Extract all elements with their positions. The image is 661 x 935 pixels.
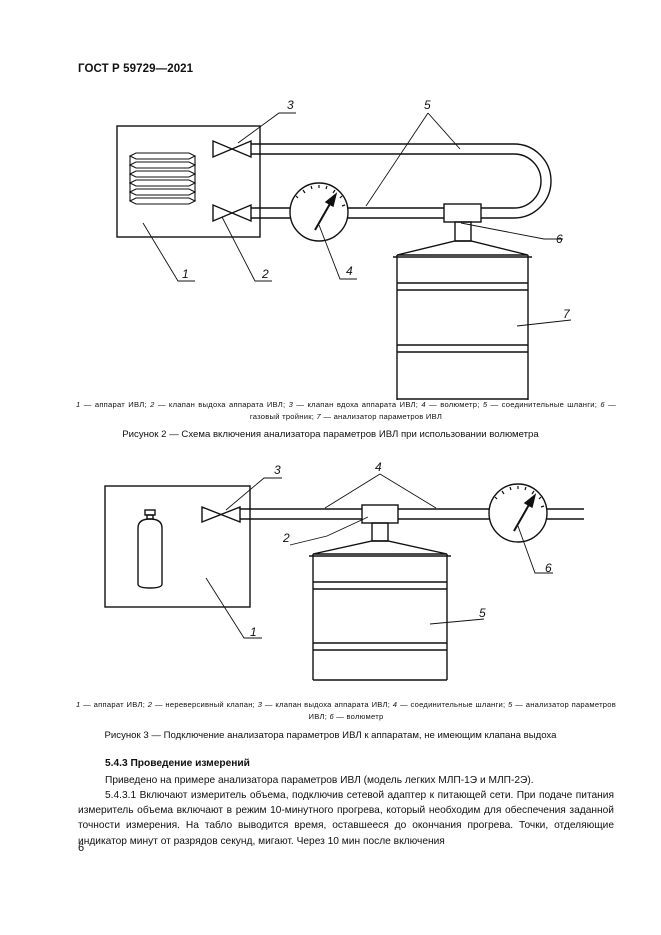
- fig2-label-4: 4: [346, 264, 353, 278]
- fig2-label-5: 5: [424, 98, 431, 112]
- volumeter-icon: [289, 182, 349, 242]
- bellows-icon: [128, 152, 197, 205]
- gas-tee: [361, 504, 399, 524]
- page-number: 6: [78, 842, 85, 854]
- figure-2-diagram: 3 1 2 4 5 6 7: [116, 98, 572, 400]
- fig3-label-3: 3: [274, 463, 281, 477]
- paragraph-5-4-3-1: 5.4.3.1 Включают измеритель объема, подк…: [78, 790, 614, 847]
- fig2-label-2: 2: [261, 267, 269, 281]
- fig2-label-3: 3: [287, 98, 294, 112]
- hose-loop: [251, 143, 552, 219]
- fig2-label-7: 7: [563, 307, 571, 321]
- fig3-label-1: 1: [250, 625, 257, 639]
- fig3-label-6: 6: [545, 561, 552, 575]
- fig3-label-4: 4: [375, 460, 382, 474]
- standard-header: ГОСТ Р 59729—2021: [78, 63, 194, 75]
- figure-2-legend: 1 — аппарат ИВЛ; 2 — клапан выдоха аппар…: [76, 400, 616, 421]
- figure-3-caption: Рисунок 3 — Подключение анализатора пара…: [104, 730, 557, 741]
- volumeter-icon: [488, 483, 548, 543]
- fig2-label-6: 6: [556, 232, 563, 246]
- figure-3-diagram: 3 4 2 1 5 6: [104, 460, 584, 681]
- ventilator-box: [104, 485, 251, 608]
- fig2-label-1: 1: [182, 267, 189, 281]
- figure-3-legend: 1 — аппарат ИВЛ; 2 — нереверсивный клапа…: [76, 700, 617, 721]
- gas-tee: [443, 203, 482, 223]
- ventilator-box: [116, 125, 261, 238]
- analyzer-icon: [309, 540, 451, 681]
- figure-2-caption: Рисунок 2 — Схема включения анализатора …: [122, 429, 539, 440]
- exhale-valve-icon: [212, 203, 252, 223]
- fig3-label-5: 5: [479, 606, 486, 620]
- analyzer-icon: [393, 240, 532, 400]
- non-reverse-valve-icon: [201, 505, 241, 524]
- paragraph-intro: Приведено на примере анализатора парамет…: [105, 775, 534, 786]
- fig3-label-2: 2: [282, 531, 290, 545]
- inhale-valve-icon: [212, 139, 252, 159]
- section-heading: 5.4.3 Проведение измерений: [105, 758, 250, 769]
- gas-cylinder-icon: [137, 509, 163, 589]
